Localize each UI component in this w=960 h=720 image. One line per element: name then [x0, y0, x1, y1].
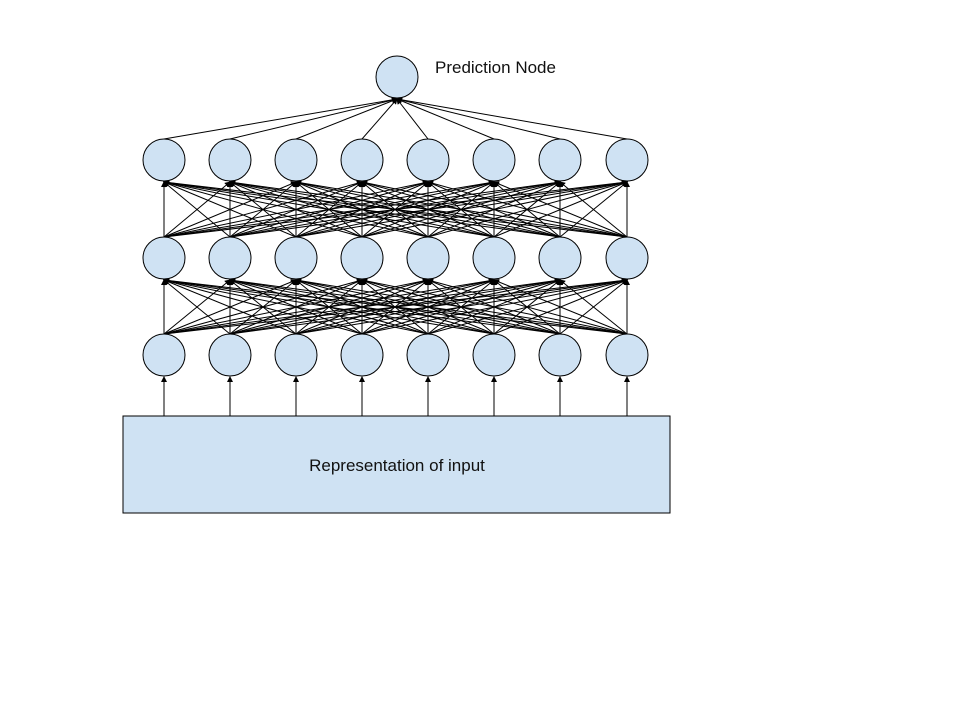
hidden-node-2 — [142, 138, 186, 182]
input-node — [142, 333, 186, 377]
hidden-node-1 — [472, 236, 516, 280]
prediction-edge — [229, 97, 398, 140]
connection-edge — [559, 181, 628, 238]
input-node — [406, 333, 450, 377]
edges — [161, 96, 630, 416]
hidden-node-1 — [406, 236, 450, 280]
connection-edge — [163, 277, 628, 335]
hidden-node-1 — [538, 236, 582, 280]
connection-edge — [163, 277, 561, 335]
connection-edge — [163, 179, 561, 238]
prediction-edge — [295, 98, 398, 140]
hidden-node-2 — [208, 138, 252, 182]
prediction-edge — [396, 98, 429, 140]
prediction-edge — [163, 96, 398, 140]
prediction-edge — [361, 98, 398, 140]
prediction-edge — [396, 97, 561, 140]
input-node — [538, 333, 582, 377]
nodes — [142, 55, 649, 377]
connection-edge — [163, 181, 231, 238]
hidden-node-1 — [142, 236, 186, 280]
input-representation-box — [122, 415, 671, 514]
input-node — [274, 333, 318, 377]
input-node — [208, 333, 252, 377]
connection-edge — [229, 277, 628, 335]
input-representation-label: Representation of input — [309, 456, 485, 475]
prediction-edge — [396, 96, 628, 140]
connection-edge — [295, 179, 628, 238]
input-node — [340, 333, 384, 377]
connection-edge — [163, 180, 363, 238]
hidden-node-1 — [340, 236, 384, 280]
connection-edge — [163, 278, 363, 335]
connection-edge — [427, 180, 628, 238]
connection-edge — [361, 180, 628, 238]
connection-edge — [163, 179, 628, 238]
connection-edge — [361, 278, 628, 335]
connection-edge — [493, 181, 628, 238]
hidden-node-2 — [274, 138, 318, 182]
connection-edge — [163, 180, 429, 238]
hidden-node-2 — [472, 138, 516, 182]
connection-edge — [229, 179, 628, 238]
connection-edge — [163, 179, 495, 238]
prediction-node-label: Prediction Node — [435, 58, 556, 77]
input-node — [605, 333, 649, 377]
hidden-node-1 — [208, 236, 252, 280]
hidden-node-2 — [538, 138, 582, 182]
input-node — [472, 333, 516, 377]
connection-edge — [559, 279, 628, 335]
hidden-node-2 — [340, 138, 384, 182]
hidden-node-2 — [406, 138, 450, 182]
connection-edge — [295, 277, 628, 335]
connection-edge — [163, 277, 495, 335]
hidden-node-1 — [605, 236, 649, 280]
prediction-node — [375, 55, 419, 99]
connection-edge — [427, 278, 628, 335]
connection-edge — [163, 278, 429, 335]
connection-edge — [163, 181, 297, 238]
hidden-node-1 — [274, 236, 318, 280]
prediction-edge — [396, 98, 495, 140]
connection-edge — [163, 279, 231, 335]
hidden-node-2 — [605, 138, 649, 182]
connection-edge — [163, 279, 297, 335]
connection-edge — [493, 279, 628, 335]
